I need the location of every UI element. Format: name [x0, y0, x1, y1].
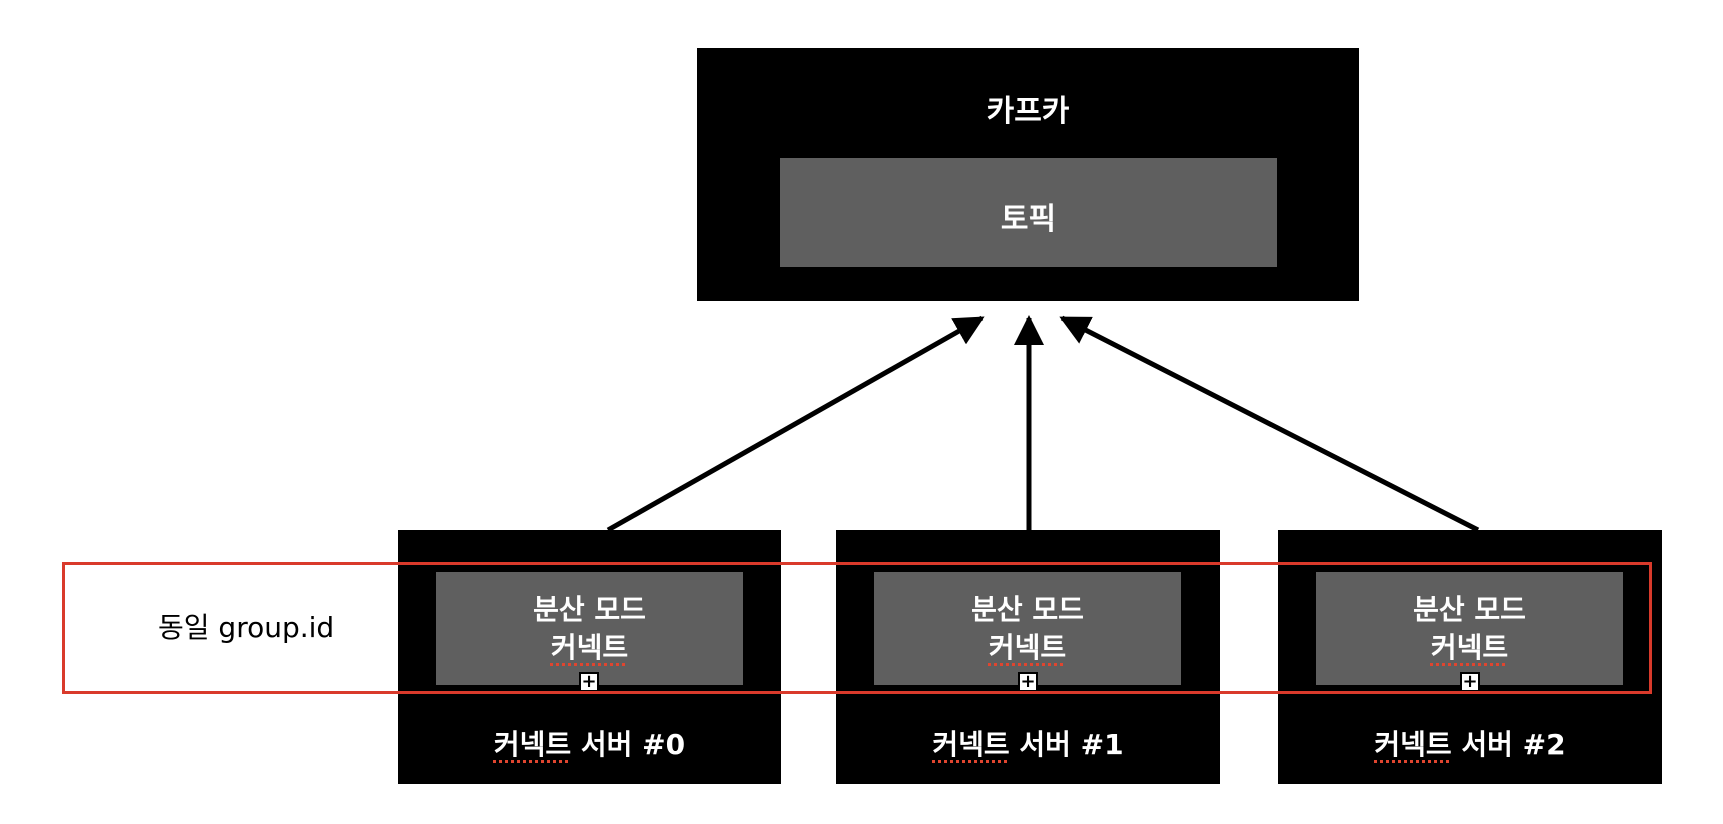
- connect-mode-label: 분산 모드: [1413, 593, 1526, 626]
- connect-server-0: 분산 모드 커넥트 + 커넥트 서버 #0: [398, 530, 781, 784]
- server-label-prefix: 커넥트: [1374, 728, 1452, 761]
- connect-label: 커넥트: [550, 631, 629, 664]
- server-label-prefix: 커넥트: [493, 728, 572, 761]
- topic-title: 토픽: [1000, 202, 1057, 237]
- kafka-title: 카프카: [986, 94, 1070, 129]
- connect-server-2: 분산 모드 커넥트 + 커넥트 서버 #2: [1278, 530, 1662, 784]
- group-id-label: 동일 group.id: [158, 611, 335, 644]
- distributed-connect-0: 분산 모드 커넥트: [436, 572, 743, 685]
- group-id-highlight: [62, 562, 1652, 694]
- kafka-box: 카프카 토픽: [697, 48, 1359, 301]
- server-label-prefix: 커넥트: [932, 728, 1010, 761]
- connect-mode-label: 분산 모드: [971, 593, 1084, 626]
- arrow-server-2: [1059, 315, 1480, 533]
- distributed-connect-2: 분산 모드 커넥트: [1316, 572, 1623, 685]
- distributed-connect-1: 분산 모드 커넥트: [874, 572, 1181, 685]
- server-label-suffix: 서버 #2: [1451, 728, 1566, 761]
- arrow-server-0: [606, 315, 985, 533]
- connect-label: 커넥트: [1430, 631, 1509, 664]
- server-label-suffix: 서버 #1: [1009, 728, 1124, 761]
- expand-icon[interactable]: +: [1460, 672, 1480, 692]
- topic-box: 토픽: [780, 158, 1277, 267]
- connect-label: 커넥트: [988, 631, 1067, 664]
- server-label-suffix: 서버 #0: [571, 728, 686, 761]
- connect-server-1: 분산 모드 커넥트 + 커넥트 서버 #1: [836, 530, 1220, 784]
- connect-mode-label: 분산 모드: [533, 593, 646, 626]
